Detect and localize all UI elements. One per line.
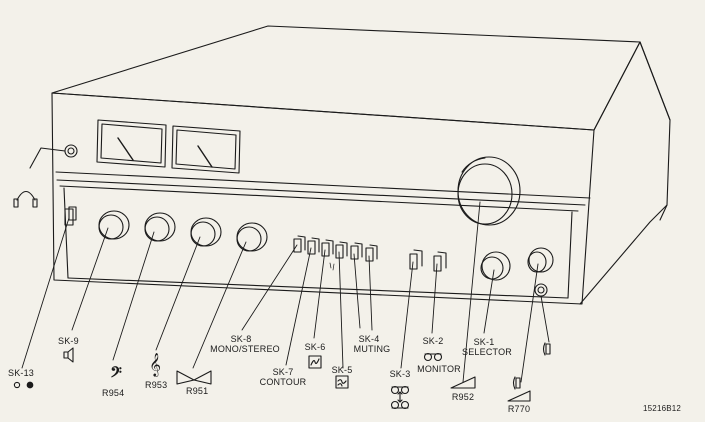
label-sk13: SK-13 <box>8 368 35 378</box>
volume-knob-sk9 <box>98 210 130 240</box>
label-sk9: SK-9 <box>58 336 79 346</box>
headphone-jack-icon <box>542 342 551 356</box>
label-sk4: SK-4 <box>358 334 380 344</box>
bass-knob <box>144 212 176 242</box>
label-sk8-name: MONO/STEREO <box>210 344 280 354</box>
label-r954: R954 <box>102 388 125 398</box>
label-sk7-name: CONTOUR <box>259 377 307 387</box>
label-r953: R953 <box>145 380 168 390</box>
balance-knob <box>236 222 268 252</box>
label-sk4-name: MUTING <box>353 344 391 354</box>
right-meter <box>171 125 241 174</box>
label-sk1: SK-1 <box>473 337 495 347</box>
label-r770: R770 <box>507 404 531 414</box>
label-r952: R952 <box>451 392 475 402</box>
button-group <box>293 235 378 271</box>
label-sk5: SK-5 <box>331 365 353 375</box>
leader-lines <box>21 201 550 383</box>
cabinet-top <box>51 25 641 131</box>
label-sk8: SK-8 <box>230 334 252 344</box>
figure-code: 15216B12 <box>643 404 682 413</box>
treble-knob <box>190 217 222 247</box>
tape-switches <box>409 249 447 272</box>
switch-sk13 <box>64 206 77 226</box>
headphone-socket <box>29 144 78 169</box>
speaker-icon <box>63 347 74 363</box>
label-sk2-name: MONITOR <box>417 364 461 374</box>
volume-knob <box>480 251 511 281</box>
headphone-ramp-icon <box>507 390 531 402</box>
balance-icon <box>176 370 212 385</box>
selector-knob <box>457 156 521 226</box>
label-sk3: SK-3 <box>389 369 411 379</box>
cabinet-side <box>579 41 671 305</box>
filter-icon-sk6 <box>308 355 322 369</box>
volume-ramp-icon <box>450 376 476 389</box>
label-sk1-name: SELECTOR <box>462 347 512 357</box>
filter-icon-sk5 <box>335 375 349 389</box>
tape-reels-icon <box>390 385 410 410</box>
headphones-icon <box>13 190 38 208</box>
label-sk7: SK-7 <box>272 367 294 377</box>
label-sk2: SK-2 <box>422 336 444 346</box>
front-panel <box>51 92 595 305</box>
left-meter <box>96 119 167 168</box>
label-sk6: SK-6 <box>304 342 326 352</box>
treble-clef-icon: 𝄞 <box>149 352 161 376</box>
headphone-volume-knob <box>527 247 554 297</box>
bass-clef-icon: 𝄢 <box>110 364 122 385</box>
label-r951: R951 <box>186 386 209 396</box>
power-circles-icon <box>13 381 34 389</box>
tape-monitor-icon <box>423 352 443 362</box>
headphone-jack-icon-r770 <box>512 376 521 390</box>
